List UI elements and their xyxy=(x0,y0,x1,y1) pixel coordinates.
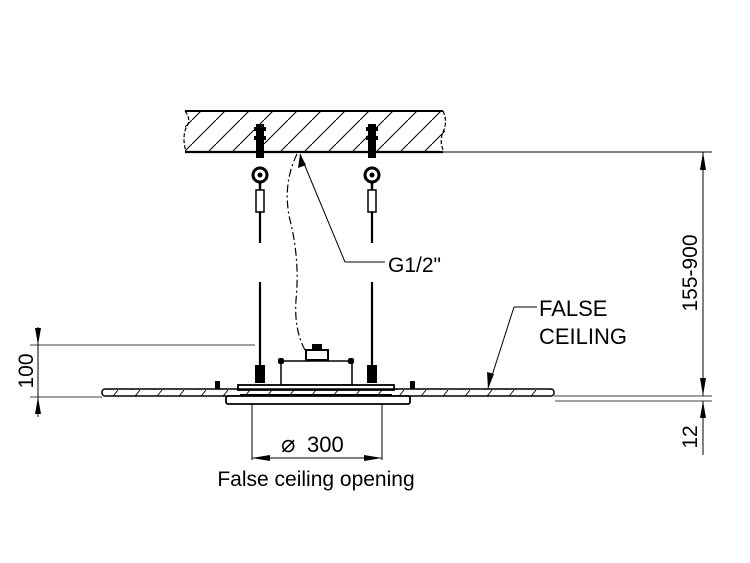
false-ceiling-leader xyxy=(487,306,537,389)
dimension-100-label: 100 xyxy=(15,353,38,388)
dimension-12-label: 12 xyxy=(679,425,702,448)
left-anchor-assembly xyxy=(251,124,269,383)
shower-body xyxy=(237,344,395,391)
opening-diameter-value: 300 xyxy=(307,432,344,457)
false-ceiling-label-line2: CEILING xyxy=(539,324,627,349)
connection-label: G1/2" xyxy=(388,254,441,277)
connection-leader xyxy=(298,153,385,263)
dimension-12 xyxy=(700,401,706,455)
opening-caption: False ceiling opening xyxy=(217,468,414,491)
dimension-155-900 xyxy=(700,152,706,396)
dimension-155-900-label: 155-900 xyxy=(679,234,702,311)
dimension-100 xyxy=(35,327,41,417)
water-hose xyxy=(286,153,306,351)
shower-plate xyxy=(225,394,411,405)
opening-diameter-symbol: ⌀ xyxy=(281,431,295,458)
opening-dimension xyxy=(251,404,383,461)
right-anchor-assembly xyxy=(363,124,381,383)
false-ceiling-label-line1: FALSE xyxy=(539,296,607,321)
ceiling-slab xyxy=(183,110,447,154)
